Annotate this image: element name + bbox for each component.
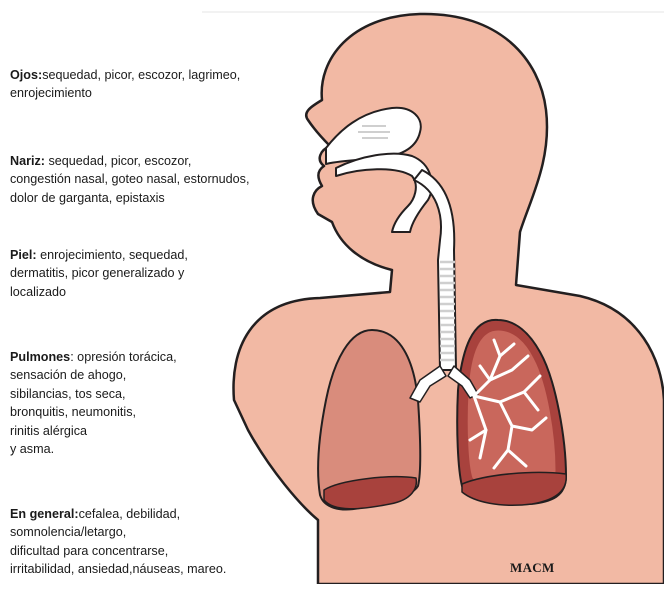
symptom-text: sibilancias, tos seca, [10,385,177,403]
symptom-text: y asma. [10,440,177,458]
trachea-rings [440,262,455,360]
symptom-text: somnolencia/letargo, [10,523,226,541]
symptom-label: Ojos: [10,68,42,82]
symptom-text: : opresión torácica, [70,350,176,364]
symptom-text: irritabilidad, ansiedad,náuseas, mareo. [10,560,226,578]
symptom-text: sequedad, picor, escozor, [45,154,191,168]
symptom-eyes: Ojos:sequedad, picor, escozor, lagrimeo,… [10,66,240,103]
symptom-text: enrojecimiento [10,84,240,102]
symptom-general: En general:cefalea, debilidad, somnolenc… [10,505,226,579]
symptom-text: localizado [10,283,188,301]
symptom-text: dermatitis, picor generalizado y [10,264,188,282]
symptom-text: sensación de ahogo, [10,366,177,384]
symptom-label: En general: [10,507,79,521]
symptom-text: bronquitis, neumonitis, [10,403,177,421]
symptom-text: rinitis alérgica [10,422,177,440]
symptom-label: Nariz: [10,154,45,168]
watermark: MACM [510,560,555,576]
symptom-text: congestión nasal, goteo nasal, estornudo… [10,170,249,188]
symptom-text: cefalea, debilidad, [79,507,181,521]
symptom-label: Pulmones [10,350,70,364]
symptom-skin: Piel: enrojecimiento, sequedad, dermatit… [10,246,188,301]
symptom-text: dificultad para concentrarse, [10,542,226,560]
symptom-nose: Nariz: sequedad, picor, escozor, congest… [10,152,249,207]
symptom-text: sequedad, picor, escozor, lagrimeo, [42,68,240,82]
symptom-lungs: Pulmones: opresión torácica, sensación d… [10,348,177,458]
symptom-label: Piel: [10,248,37,262]
symptom-text: dolor de garganta, epistaxis [10,189,249,207]
symptom-text: enrojecimiento, sequedad, [37,248,188,262]
